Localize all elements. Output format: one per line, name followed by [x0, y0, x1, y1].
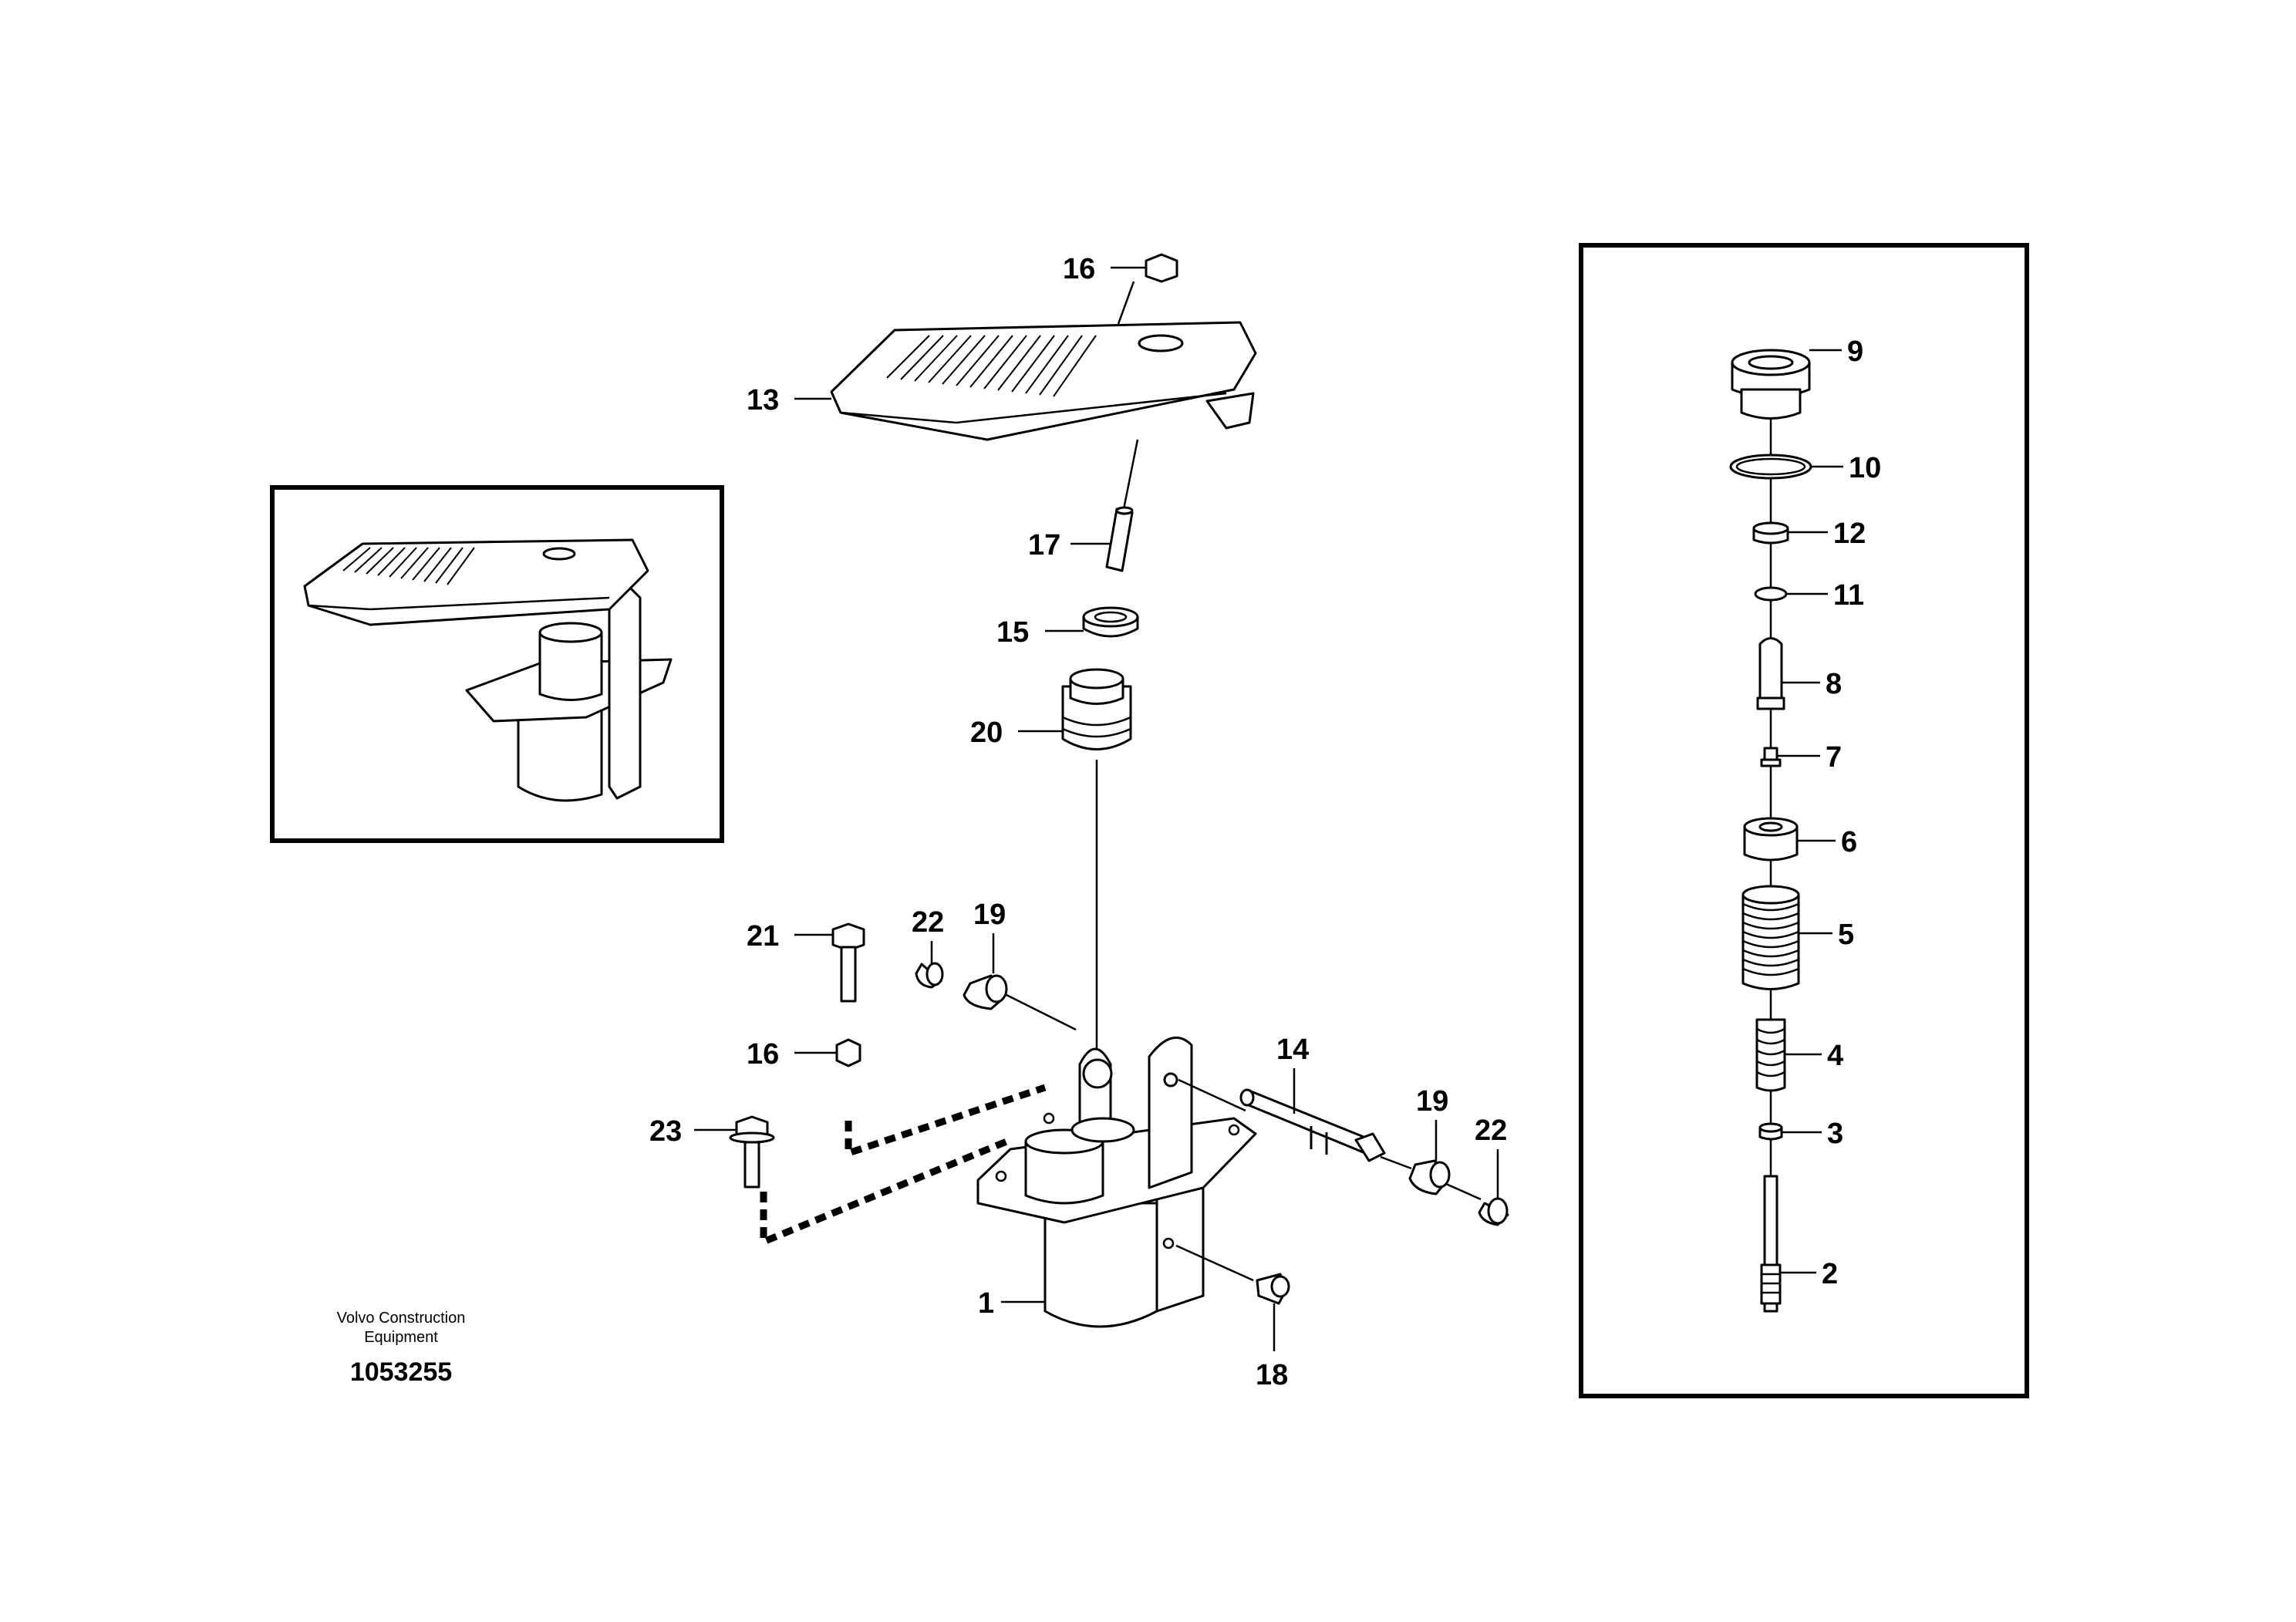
label-3: 3: [1827, 1118, 1843, 1150]
part-22-left-cap: 22: [912, 906, 944, 989]
part-7-pin: 7: [1760, 741, 1842, 774]
part-15-seal: 15: [996, 606, 1139, 649]
label-13: 13: [747, 384, 779, 416]
assembly-line-bolt-21: [845, 1084, 1047, 1158]
valve-cartridge-panel: 9 10 12 11 8: [1579, 243, 2029, 1398]
label-20: 20: [970, 717, 1003, 749]
label-18: 18: [1256, 1359, 1288, 1391]
label-4: 4: [1827, 1040, 1843, 1072]
company-line-2: Equipment: [364, 1329, 438, 1346]
assembly-line-bolt-23: [760, 1136, 1012, 1247]
small-spring-coils: [1756, 1027, 1785, 1077]
part-16-top-nut: 16: [1063, 253, 1178, 285]
part-1-housing: 1: [976, 1037, 1257, 1328]
part-12-washer: 12: [1752, 518, 1866, 550]
label-5: 5: [1838, 919, 1854, 951]
axis-pedal-pin: [1121, 439, 1139, 518]
label-14: 14: [1276, 1034, 1309, 1066]
part-5-spring: 5: [1741, 885, 1854, 990]
part-19-right-bushing: 19: [1380, 1085, 1482, 1201]
part-10-o-ring: 10: [1729, 452, 1881, 484]
part-9-plug: 9: [1731, 336, 1863, 420]
part-20-boot: 20: [970, 668, 1132, 750]
axis-top: [1117, 281, 1135, 325]
label-21: 21: [747, 920, 779, 953]
inset-pedal-assembly: [303, 538, 673, 802]
label-10: 10: [1849, 452, 1881, 484]
part-23-bolt: 23: [649, 1115, 775, 1189]
part-8-plunger: 8: [1756, 637, 1842, 710]
main-exploded-view: 16 13: [649, 253, 1509, 1391]
label-1: 1: [978, 1287, 994, 1320]
part-4-spring: 4: [1755, 1018, 1843, 1092]
part-21-bolt: 21: [747, 920, 865, 1003]
valve-panel-frame: [1579, 243, 2029, 1398]
label-16-top: 16: [1063, 253, 1095, 285]
part-18-plug: 18: [1175, 1244, 1290, 1391]
part-22-right-cap: 22: [1475, 1114, 1509, 1226]
inset-frame: [270, 485, 724, 843]
label-11: 11: [1833, 579, 1864, 612]
label-16-lower: 16: [747, 1038, 779, 1071]
label-19-left: 19: [973, 899, 1006, 931]
part-6-spring-seat: 6: [1743, 817, 1857, 862]
label-22-left: 22: [912, 906, 944, 939]
drawing-footer: Volvo Construction Equipment 1053255: [337, 1310, 466, 1387]
label-9: 9: [1847, 336, 1863, 368]
part-17-pin: 17: [1028, 506, 1134, 572]
part-16-lower-nut: 16: [747, 1038, 861, 1071]
label-15: 15: [996, 616, 1029, 649]
spring-coils: [1742, 902, 1799, 976]
label-7: 7: [1826, 741, 1842, 774]
label-19-right: 19: [1416, 1085, 1448, 1118]
part-13-pedal: 13: [747, 321, 1257, 441]
company-line-1: Volvo Construction: [337, 1310, 466, 1327]
label-2: 2: [1822, 1258, 1838, 1290]
part-2-rod: 2: [1760, 1175, 1838, 1313]
inset-pedal-ribs: [342, 547, 475, 585]
label-12: 12: [1833, 518, 1866, 550]
assembled-view-inset: [270, 485, 724, 843]
label-8: 8: [1826, 668, 1842, 700]
label-23: 23: [649, 1115, 682, 1148]
drawing-number: 1053255: [350, 1357, 452, 1387]
label-17: 17: [1028, 529, 1060, 561]
part-3-washer: 3: [1758, 1118, 1843, 1150]
label-22-right: 22: [1475, 1114, 1507, 1147]
part-11-ring: 11: [1754, 579, 1864, 612]
pedal-ribs: [886, 335, 1097, 397]
part-14-pin: 14: [1178, 1034, 1386, 1162]
part-19-left-bushing: 19: [963, 899, 1077, 1031]
label-6: 6: [1841, 826, 1857, 858]
